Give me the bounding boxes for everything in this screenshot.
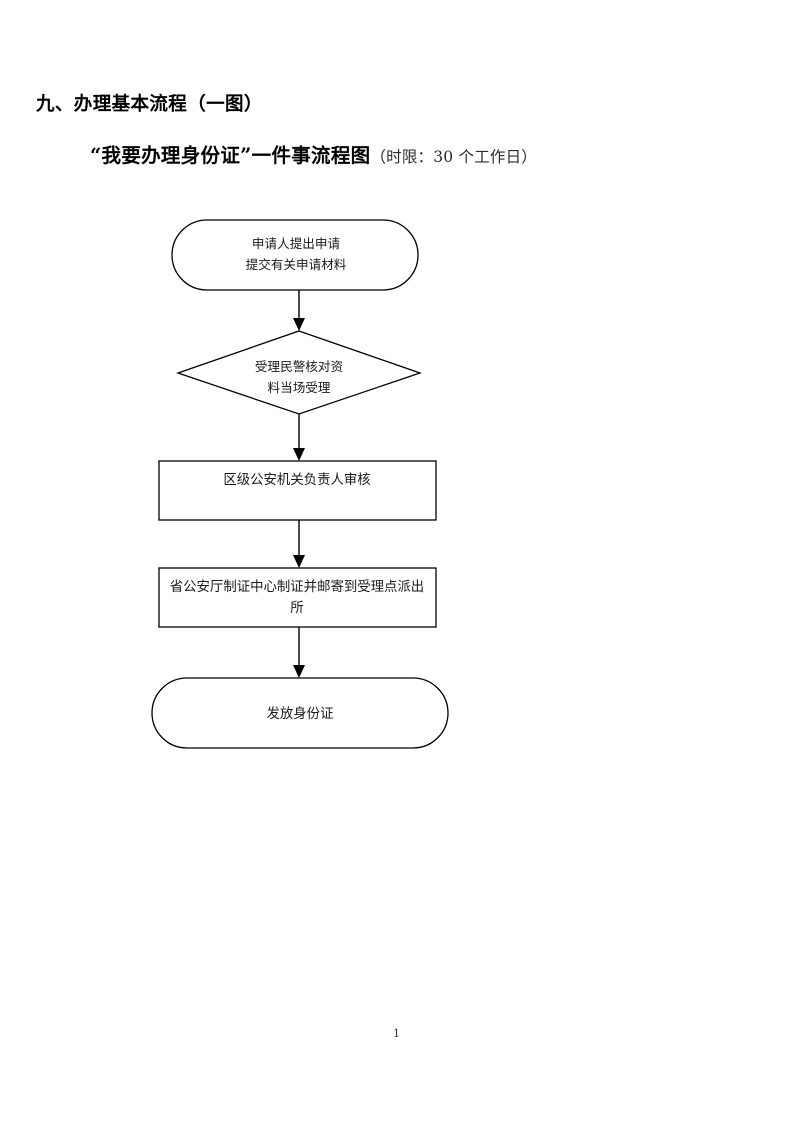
flow-node-review-shape [158, 460, 437, 521]
flow-node-issue-line-1: 发放身份证 [267, 706, 334, 722]
page-number: 1 [392, 1026, 401, 1040]
flow-node-review-line-1: 区级公安机关负责人审核 [223, 472, 370, 488]
flow-node-decision-line-1: 受理民警核对资 [255, 359, 343, 374]
page-title-note: （时限：30 个工作日） [370, 148, 537, 166]
flow-node-production-shape [158, 567, 437, 628]
page-title: “我要办理身份证”一件事流程图（时限：30 个工作日） [90, 139, 537, 168]
flow-node-start: 申请人提出申请 提交有关申请材料 [171, 219, 419, 291]
flow-node-decision-line-2: 料当场受理 [268, 380, 331, 395]
flow-node-start-line-2: 提交有关申请材料 [246, 257, 347, 272]
flow-edge-4-arrowhead-icon [293, 665, 305, 678]
section-heading: 九、办理基本流程（一图） [36, 94, 263, 115]
flow-node-start-shape [171, 219, 419, 291]
flow-edge-1-arrowhead-icon [293, 318, 305, 331]
flow-edge-production-to-issue [293, 627, 305, 678]
flow-node-production-line-2: 所 [290, 600, 303, 616]
flow-node-issue-shape [151, 677, 449, 749]
flow-node-decision: 受理民警核对资 料当场受理 [175, 330, 423, 415]
flow-edge-start-to-decision [293, 290, 305, 331]
flow-node-review: 区级公安机关负责人审核 [158, 460, 437, 521]
flow-edge-decision-to-review [293, 414, 305, 461]
flow-node-start-line-1: 申请人提出申请 [252, 236, 341, 251]
flow-edge-review-to-production [293, 520, 305, 568]
page-title-main: “我要办理身份证”一件事流程图 [90, 144, 371, 167]
flow-node-production-line-1: 省公安厅制证中心制证并邮寄到受理点派出 [170, 578, 424, 595]
flow-node-issue: 发放身份证 [151, 677, 449, 749]
flow-edge-2-arrowhead-icon [293, 448, 305, 461]
flow-node-production: 省公安厅制证中心制证并邮寄到受理点派出 所 [158, 567, 437, 628]
flow-edge-3-arrowhead-icon [293, 555, 305, 568]
